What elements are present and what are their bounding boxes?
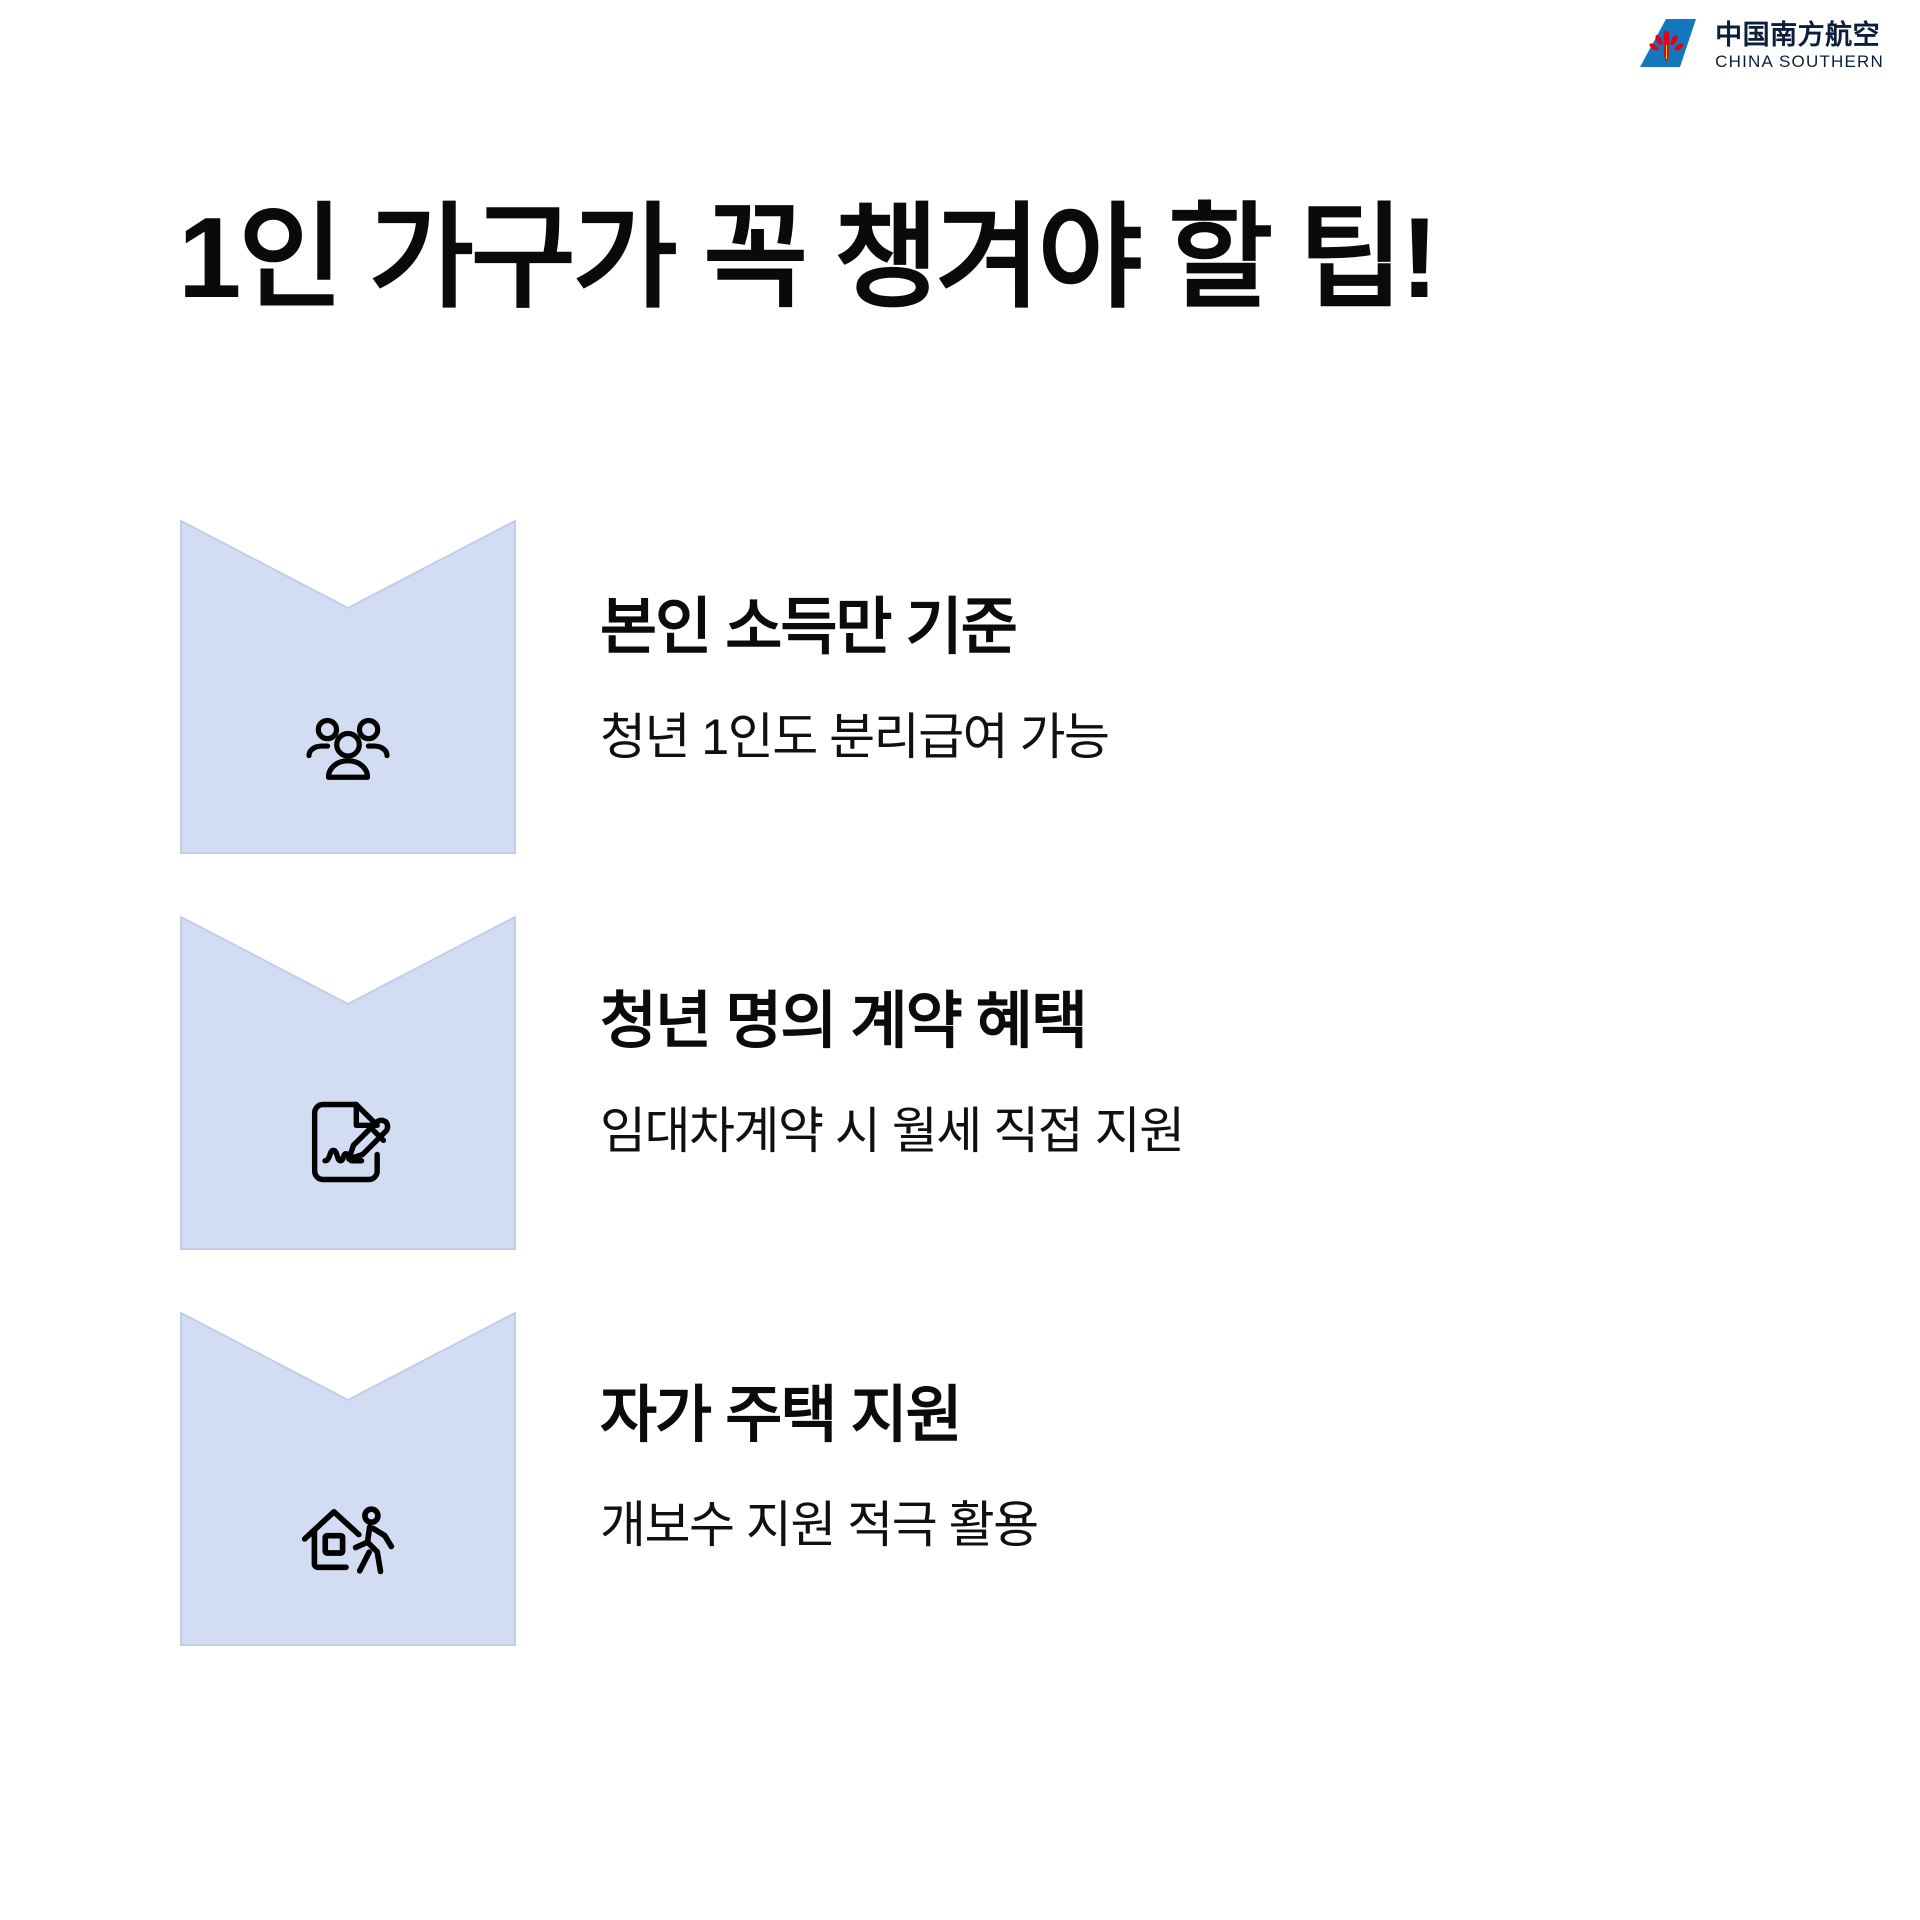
list-item-subtext: 개보수 지원 적극 활용	[600, 1497, 1039, 1554]
chevron-shape-3	[180, 1312, 516, 1646]
chevron-down-shape	[180, 916, 516, 1250]
list-item: 자가 주택 지원 개보수 지원 적극 활용	[0, 1312, 1920, 1708]
list-item-subtext: 청년 1인도 분리급여 가능	[600, 709, 1110, 766]
icon-slot	[180, 1488, 516, 1592]
icon-slot	[180, 1092, 516, 1192]
list-item-heading: 본인 소득만 기준	[600, 593, 1018, 662]
brand-logo: 中国南方航空 CHINA SOUTHERN	[1639, 18, 1884, 74]
chevron-down-shape	[180, 1312, 516, 1646]
chevron-shape-1	[180, 520, 516, 854]
chevron-shape-2	[180, 916, 516, 1250]
brand-name-cn: 中国南方航空	[1715, 20, 1881, 51]
list-item-heading: 청년 명의 계약 혜택	[600, 987, 1088, 1056]
list-item-text: 본인 소득만 기준 청년 1인도 분리급여 가능	[600, 592, 1800, 767]
list-item: 청년 명의 계약 혜택 임대차계약 시 월세 직접 지원	[0, 916, 1920, 1312]
list-item-text: 자가 주택 지원 개보수 지원 적극 활용	[600, 1380, 1800, 1555]
list-item-text: 청년 명의 계약 혜택 임대차계약 시 월세 직접 지원	[600, 986, 1800, 1161]
list-item: 본인 소득만 기준 청년 1인도 분리급여 가능	[0, 520, 1920, 916]
airline-tail-fin-icon	[1640, 19, 1697, 67]
people-group-icon	[306, 717, 390, 780]
page-title: 1인 가구가 꼭 챙겨야 할 팁!	[178, 195, 1439, 322]
icon-slot	[180, 696, 516, 800]
tips-list: 본인 소득만 기준 청년 1인도 분리급여 가능	[0, 520, 1920, 1708]
house-person-walking-icon	[301, 1506, 395, 1575]
list-item-heading: 자가 주택 지원	[600, 1381, 963, 1450]
chevron-down-shape	[180, 520, 516, 854]
document-signature-pen-icon	[311, 1101, 391, 1183]
brand-name-en: CHINA SOUTHERN	[1715, 52, 1884, 71]
brand-text: 中国南方航空 CHINA SOUTHERN	[1715, 22, 1884, 70]
list-item-subtext: 임대차계약 시 월세 직접 지원	[600, 1103, 1185, 1160]
